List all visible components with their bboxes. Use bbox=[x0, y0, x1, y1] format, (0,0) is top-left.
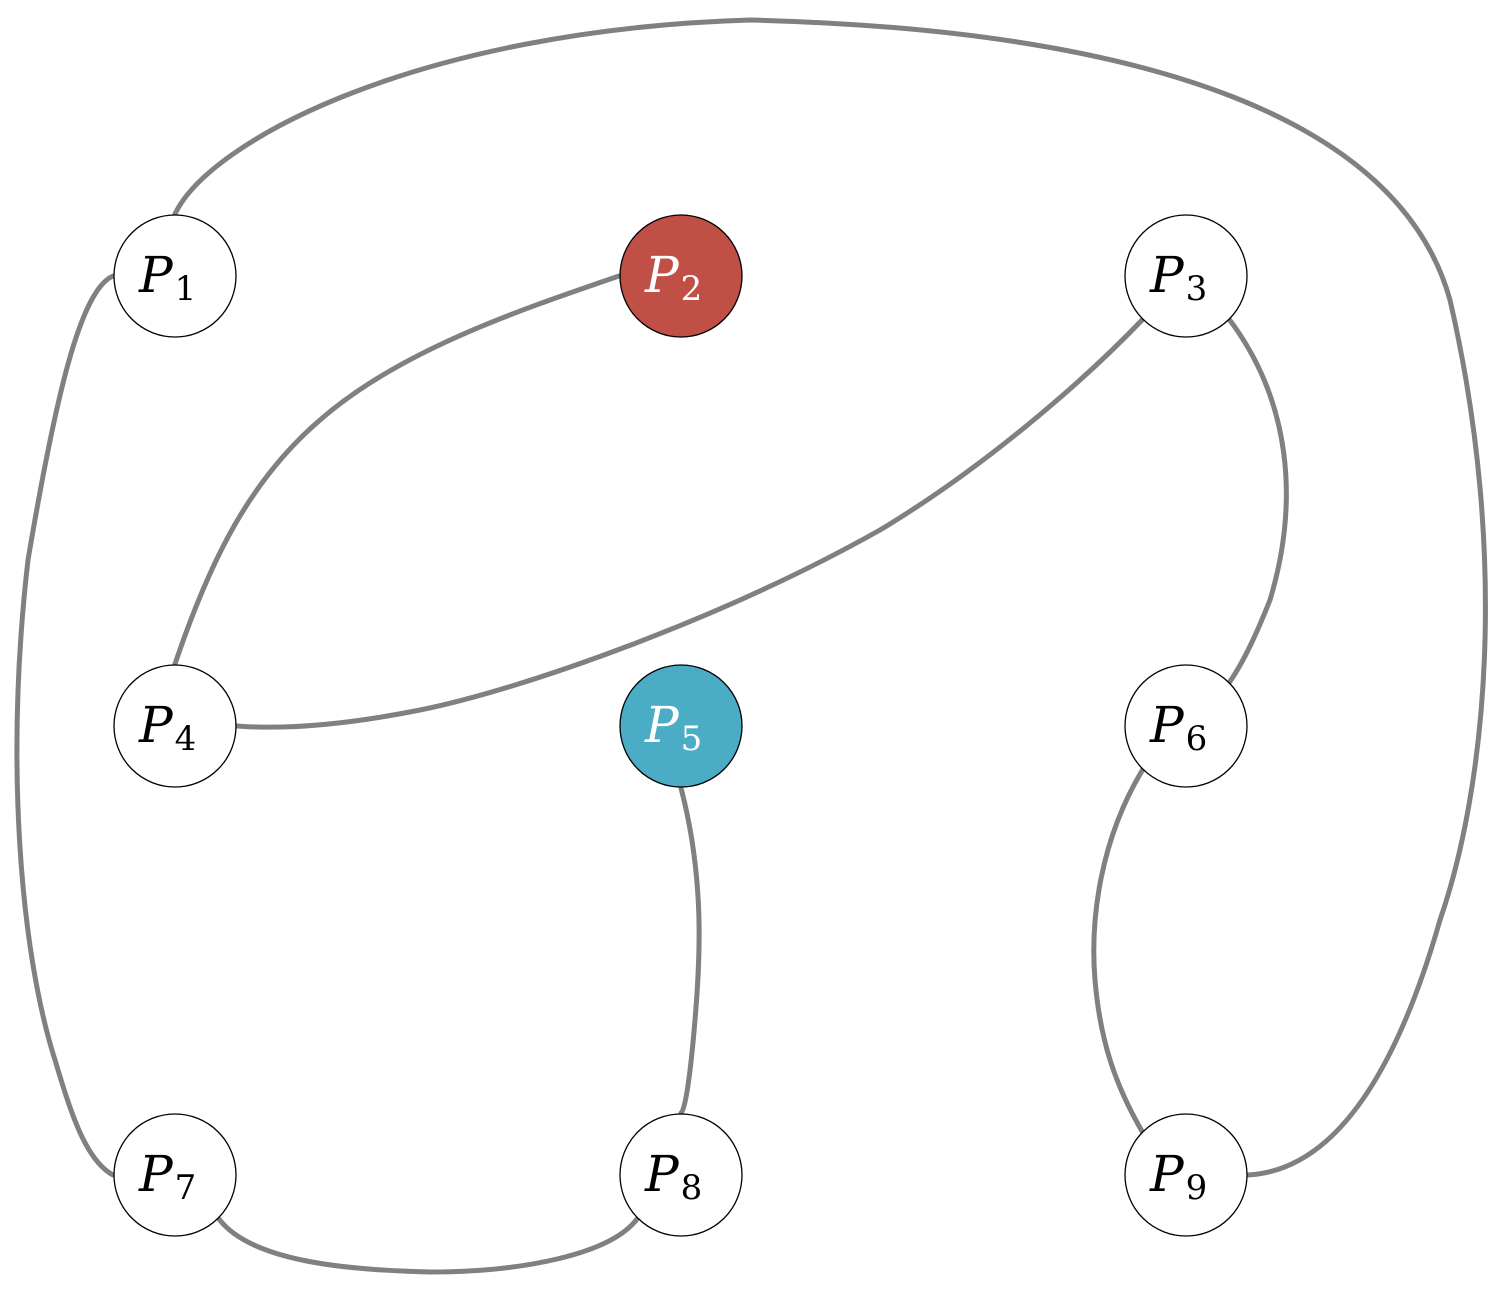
node-p2: P2 bbox=[619, 214, 743, 338]
node-p7: P7 bbox=[113, 1113, 237, 1237]
node-p5: P5 bbox=[619, 664, 743, 788]
node-circle bbox=[1124, 1113, 1248, 1237]
node-label-subscript: 9 bbox=[1186, 1168, 1208, 1208]
node-label: P3 bbox=[1149, 246, 1207, 309]
node-circle bbox=[619, 214, 743, 338]
node-label: P7 bbox=[138, 1145, 196, 1208]
edge-p3-p6 bbox=[1226, 316, 1289, 686]
node-label-subscript: 8 bbox=[681, 1168, 703, 1208]
node-label-subscript: 4 bbox=[175, 719, 197, 759]
node-label-letter: P bbox=[138, 696, 174, 754]
node-label: P4 bbox=[138, 696, 196, 759]
node-p3: P3 bbox=[1124, 214, 1248, 338]
edges-layer bbox=[14, 17, 1488, 1275]
node-label: P8 bbox=[644, 1145, 702, 1208]
edge-p7-p8 bbox=[216, 1216, 640, 1275]
edge-p6-p9 bbox=[1091, 766, 1146, 1136]
node-label-letter: P bbox=[644, 1145, 680, 1203]
node-p9: P9 bbox=[1124, 1113, 1248, 1237]
node-label-subscript: 2 bbox=[681, 269, 703, 309]
node-circle bbox=[113, 214, 237, 338]
node-label-letter: P bbox=[644, 696, 680, 754]
node-label: P2 bbox=[644, 246, 702, 309]
node-p6: P6 bbox=[1124, 664, 1248, 788]
node-p8: P8 bbox=[619, 1113, 743, 1237]
node-circle bbox=[1124, 214, 1248, 338]
node-label-subscript: 5 bbox=[681, 719, 703, 759]
node-label-subscript: 3 bbox=[1186, 269, 1208, 309]
node-label: P9 bbox=[1149, 1145, 1207, 1208]
node-p1: P1 bbox=[113, 214, 237, 338]
node-label-letter: P bbox=[138, 1145, 174, 1203]
node-p4: P4 bbox=[113, 664, 237, 788]
node-label: P1 bbox=[138, 246, 196, 309]
node-label-letter: P bbox=[644, 246, 680, 304]
edge-p1-p7 bbox=[14, 273, 116, 1178]
node-label-subscript: 7 bbox=[175, 1168, 197, 1208]
node-label: P6 bbox=[1149, 696, 1207, 759]
node-label: P5 bbox=[644, 696, 702, 759]
edge-p5-p8 bbox=[678, 785, 702, 1116]
node-label-letter: P bbox=[1149, 1145, 1185, 1203]
node-label-letter: P bbox=[138, 246, 174, 304]
node-label-subscript: 6 bbox=[1186, 719, 1208, 759]
edge-p1-p9 bbox=[172, 17, 1488, 1178]
node-circle bbox=[619, 1113, 743, 1237]
node-circle bbox=[113, 664, 237, 788]
edge-p3-p4 bbox=[234, 316, 1146, 730]
node-label-letter: P bbox=[1149, 246, 1185, 304]
node-circle bbox=[619, 664, 743, 788]
node-circle bbox=[1124, 664, 1248, 788]
node-label-letter: P bbox=[1149, 696, 1185, 754]
edge-p2-p4 bbox=[172, 273, 622, 667]
node-label-subscript: 1 bbox=[175, 269, 197, 309]
node-circle bbox=[113, 1113, 237, 1237]
